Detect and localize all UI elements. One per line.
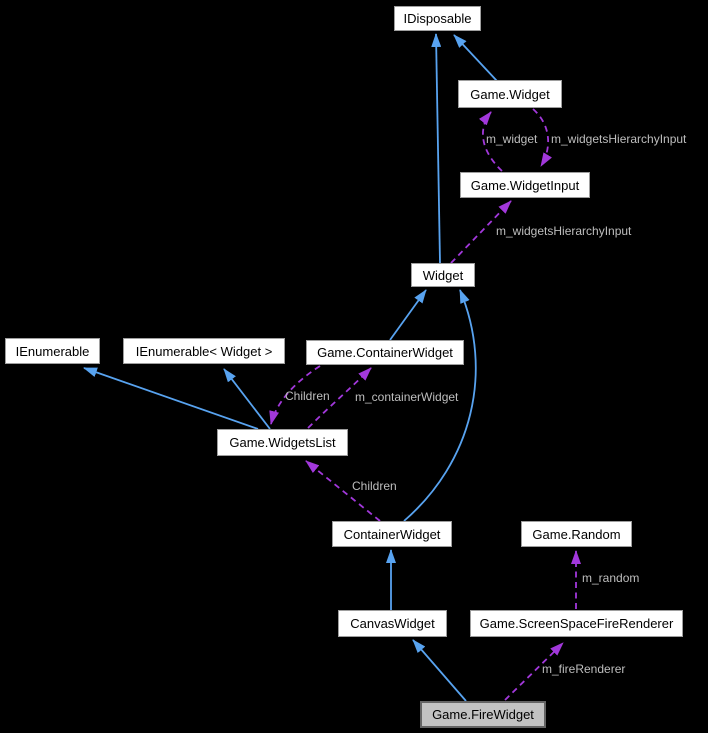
class-node-ienumerable[interactable]: IEnumerable — [5, 338, 100, 364]
edge-gamewidgetslist-to-ienumerable — [83, 367, 259, 430]
class-node-ienumerable-widget[interactable]: IEnumerable< Widget > — [123, 338, 285, 364]
class-node-game-widgetslist[interactable]: Game.WidgetsList — [217, 429, 348, 456]
edge-widget-to-idisposable — [431, 33, 442, 264]
edge-usage-m-firerenderer — [504, 642, 564, 701]
class-node-game-widget[interactable]: Game.Widget — [458, 80, 562, 108]
edge-usage-m-containerwidget — [307, 367, 372, 429]
class-node-game-containerwidget[interactable]: Game.ContainerWidget — [306, 340, 464, 365]
class-node-containerwidget[interactable]: ContainerWidget — [332, 521, 452, 547]
edge-gamewidgetslist-to-ienumerablewidget — [223, 368, 271, 430]
edge-gamecontainerwidget-to-widget — [389, 289, 427, 341]
edge-usage-children-down — [269, 365, 321, 425]
class-node-canvaswidget[interactable]: CanvasWidget — [338, 610, 447, 637]
class-node-game-firewidget-focus: Game.FireWidget — [420, 701, 546, 728]
class-node-game-random[interactable]: Game.Random — [521, 521, 632, 547]
edge-usage-m-widget — [478, 111, 503, 172]
class-node-widget[interactable]: Widget — [411, 263, 475, 287]
edge-usage-m-widgetshierarchyinput-down — [532, 108, 553, 167]
class-node-game-screenspacefirerenderer[interactable]: Game.ScreenSpaceFireRenderer — [470, 610, 683, 637]
edge-usage-m-widgetshierarchyinput-widget — [450, 200, 512, 264]
edge-usage-children-up — [305, 460, 381, 522]
edge-containerwidget-to-widget — [403, 289, 477, 522]
edge-gamewidget-to-idisposable — [453, 34, 498, 82]
edge-gamefirewidget-to-canvaswidget — [412, 639, 467, 702]
class-node-game-widgetinput[interactable]: Game.WidgetInput — [460, 172, 590, 198]
class-node-idisposable[interactable]: IDisposable — [394, 6, 481, 31]
